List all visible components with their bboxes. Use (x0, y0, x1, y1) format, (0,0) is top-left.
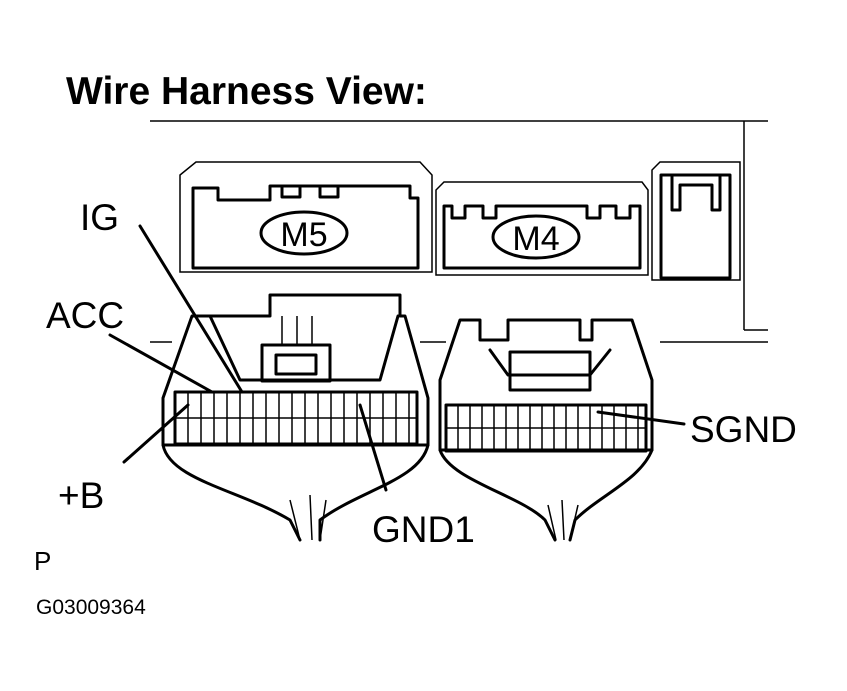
m5-connector: M5 (179, 161, 433, 273)
ig-leader (138, 224, 244, 394)
sgnd-label: SGND (690, 409, 797, 450)
gnd1-label: GND1 (372, 509, 475, 550)
ig-label: IG (80, 197, 119, 238)
right-harness-connector (438, 318, 654, 542)
acc-label: ACC (46, 295, 124, 336)
plus-b-leader (122, 403, 190, 464)
corner-mark: P (34, 546, 51, 576)
sgnd-leader (596, 410, 686, 426)
plus-b-label: +B (58, 475, 104, 516)
diagram-title: Wire Harness View: (66, 70, 427, 113)
left-harness-connector (161, 293, 430, 542)
m4-connector: M4 (435, 181, 649, 276)
m5-label: M5 (280, 216, 327, 254)
m4-label: M4 (512, 220, 559, 258)
figure-code: G03009364 (36, 596, 146, 619)
gnd1-leader (358, 403, 388, 492)
acc-leader (108, 333, 214, 394)
small-connector (651, 161, 741, 281)
ecu-body (150, 120, 768, 343)
